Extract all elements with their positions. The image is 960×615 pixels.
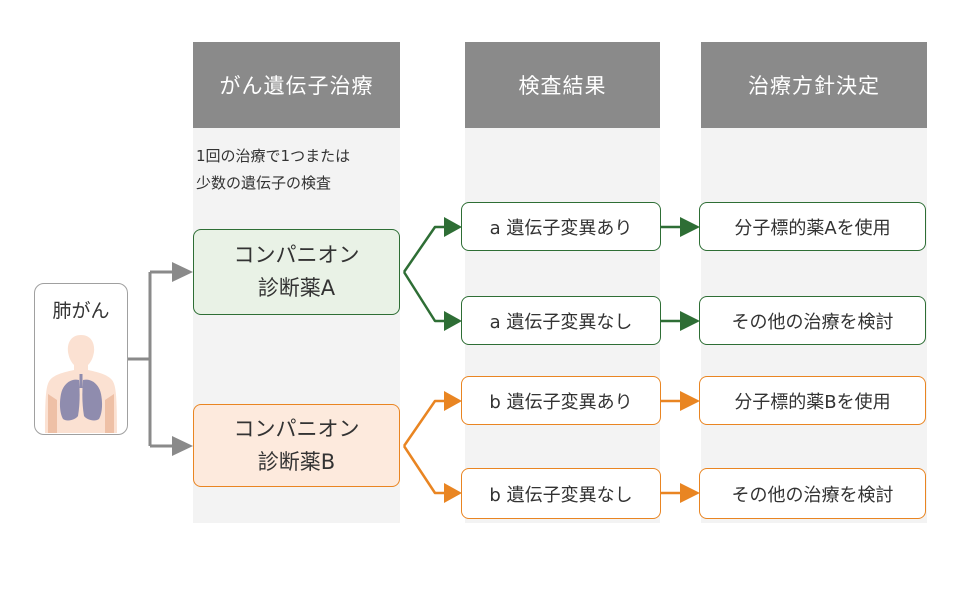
companion-diagnostic-b: コンパニオン 診断薬B [193,404,400,487]
column-note-line-1: 1回の治療で1つまたは [196,147,351,165]
connector-a-to-negative [402,271,446,323]
companion-a-line-2: 診断薬A [257,276,336,300]
companion-diagnostic-a: コンパニオン 診断薬A [193,229,400,315]
arrowhead-a-negative [444,311,462,331]
column-header-test-results: 検査結果 [465,42,660,128]
arrowhead-to-companion-b [172,436,193,456]
decision-b-drug: 分子標的薬Bを使用 [699,376,926,425]
arrowhead-a-drug [680,217,700,237]
connector-b-to-negative [402,445,446,495]
decision-a-other: その他の治療を検討 [699,296,926,345]
patient-box: 肺がん [34,283,128,435]
column-header-treatment-decision: 治療方針決定 [701,42,927,128]
result-b-positive: b 遺伝子変異あり [461,376,661,425]
arrowhead-b-negative [444,483,462,503]
decision-a-drug: 分子標的薬Aを使用 [699,202,926,251]
connector-a-to-positive [402,225,446,273]
decision-b-other: その他の治療を検討 [699,468,926,519]
column-note: 1回の治療で1つまたは 少数の遺伝子の検査 [196,143,350,197]
column-note-line-2: 少数の遺伝子の検査 [196,174,332,192]
companion-b-line-2: 診断薬B [257,449,336,474]
arrowhead-b-drug [680,391,700,411]
result-a-negative: a 遺伝子変異なし [461,296,661,345]
companion-b-line-1: コンパニオン [233,416,360,441]
patient-label: 肺がん [52,300,110,322]
connector-patient-trunk [128,272,152,446]
result-a-positive: a 遺伝子変異あり [461,202,661,251]
arrowhead-b-other [680,483,700,503]
arrowhead-a-other [680,311,700,331]
companion-a-line-1: コンパニオン [233,243,360,267]
connector-b-to-positive [402,399,446,447]
arrowhead-a-positive [444,217,462,237]
result-b-negative: b 遺伝子変異なし [461,468,661,519]
human-lungs-icon [45,335,117,433]
arrowhead-b-positive [444,391,462,411]
arrowhead-to-companion-a [172,262,193,282]
column-header-gene-therapy: がん遺伝子治療 [193,42,400,128]
